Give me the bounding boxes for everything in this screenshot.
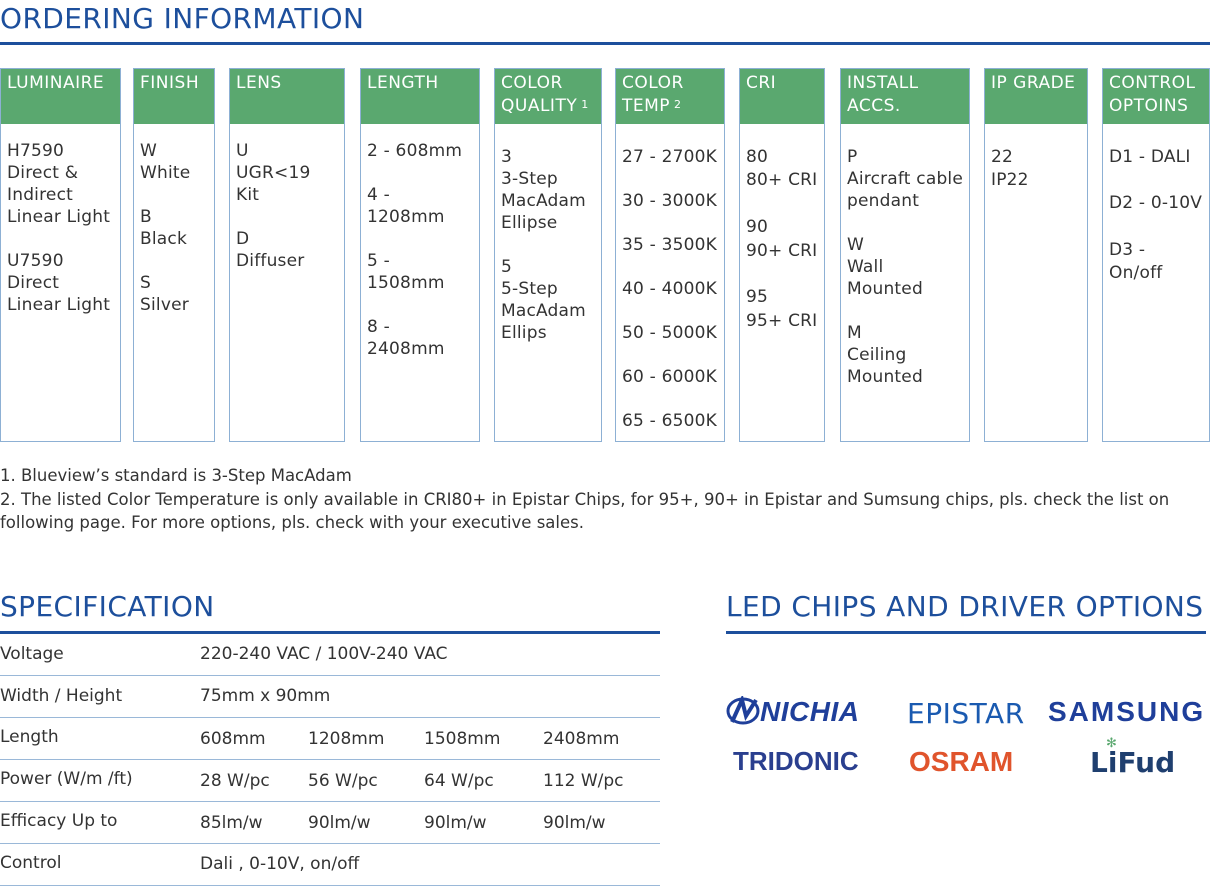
column-control-options: CONTROL OPTOINS D1 - DALI D2 - 0-10V D3 … <box>1102 68 1210 442</box>
column-body: P Aircraft cable pendant W Wall Mounted … <box>847 147 964 387</box>
column-body: 3 3-Step MacAdam Ellipse 5 5-Step MacAda… <box>501 147 586 343</box>
lifud-logo: ✻ LiFud <box>1090 736 1176 779</box>
chips-rule <box>726 631 1206 634</box>
column-body: U UGR<19 Kit D Diffuser <box>236 141 311 271</box>
footnote-2: 2. The listed Color Temperature is only … <box>0 489 1170 533</box>
specification-title: SPECIFICATION <box>0 590 215 623</box>
nichia-logo: NICHIA <box>726 693 860 728</box>
column-header: LENGTH <box>361 69 479 124</box>
spec-row-power: Power (W/m /ft) 28 W/pc 56 W/pc 64 W/pc … <box>0 759 660 802</box>
column-body: D1 - DALI D2 - 0-10V D3 - On/off <box>1109 147 1203 284</box>
column-header: LUMINAIRE <box>1 69 120 124</box>
spec-value: 90lm/w <box>424 813 487 833</box>
spec-value: 608mm <box>200 729 266 749</box>
spec-value: 56 W/pc <box>308 771 378 791</box>
spec-value: 28 W/pc <box>200 771 270 791</box>
column-luminaire: LUMINAIRE H7590 Direct & Indirect Linear… <box>0 68 121 442</box>
spec-row-length: Length 608mm 1208mm 1508mm 2408mm <box>0 717 660 760</box>
spec-row-dimensions: Width / Height 75mm x 90mm <box>0 675 660 718</box>
footnote-mark: 2 <box>674 98 682 111</box>
ordering-title: ORDERING INFORMATION <box>0 2 365 35</box>
spec-value: 85lm/w <box>200 813 263 833</box>
column-cri: CRI 80 80+ CRI 90 90+ CRI 95 95+ CRI <box>739 68 825 442</box>
spec-value: 1208mm <box>308 729 385 749</box>
nichia-mark-icon <box>726 693 760 725</box>
lifud-logo-text: LiFud <box>1090 746 1176 779</box>
spec-label: Power (W/m /ft) <box>0 769 133 789</box>
lifud-leaf-icon: ✻ <box>1106 736 1117 751</box>
tridonic-logo: TRIDONIC <box>733 746 859 776</box>
column-finish: FINISH W White B Black S Silver <box>133 68 215 442</box>
spec-value: 90lm/w <box>543 813 606 833</box>
column-install-accs: INSTALL ACCS. P Aircraft cable pendant W… <box>840 68 970 442</box>
spec-label: Length <box>0 727 59 747</box>
spec-value: 90lm/w <box>308 813 371 833</box>
column-header: INSTALL ACCS. <box>841 69 969 124</box>
column-length: LENGTH 2 - 608mm 4 - 1208mm 5 - 1508mm 8… <box>360 68 480 442</box>
epistar-logo: EPISTAR <box>907 697 1025 730</box>
column-body: H7590 Direct & Indirect Linear Light U75… <box>7 141 111 315</box>
spec-value: Dali , 0-10V, on/off <box>200 854 360 874</box>
ordering-rule <box>0 42 1210 45</box>
column-ip-grade: IP GRADE 22 IP22 <box>984 68 1088 442</box>
spec-label: Efficacy Up to <box>0 811 118 831</box>
column-body: W White B Black S Silver <box>140 141 191 315</box>
osram-logo: OSRAM <box>909 746 1014 777</box>
spec-label: Control <box>0 853 62 873</box>
footnotes: 1. Blueview’s standard is 3-Step MacAdam… <box>0 464 1215 535</box>
spec-row-efficacy: Efficacy Up to 85lm/w 90lm/w 90lm/w 90lm… <box>0 801 660 844</box>
column-header: IP GRADE <box>985 69 1087 124</box>
spec-value: 64 W/pc <box>424 771 494 791</box>
nichia-logo-text: NICHIA <box>760 696 860 727</box>
column-header-text: COLOR QUALITY <box>501 73 578 116</box>
column-header-text: COLOR TEMP <box>622 73 684 116</box>
footnote-mark: 1 <box>581 98 589 111</box>
spec-value: 2408mm <box>543 729 620 749</box>
column-header: FINISH <box>134 69 214 124</box>
column-body: 80 80+ CRI 90 90+ CRI 95 95+ CRI <box>746 147 818 331</box>
spec-label: Width / Height <box>0 686 123 706</box>
specification-rule <box>0 631 660 634</box>
spec-value: 220-240 VAC / 100V-240 VAC <box>200 644 448 664</box>
footnote-1: 1. Blueview’s standard is 3-Step MacAdam <box>0 466 352 485</box>
column-header: LENS <box>230 69 344 124</box>
samsung-logo: SAMSUNG <box>1048 696 1206 727</box>
column-body: 27 - 2700K 30 - 3000K 35 - 3500K 40 - 40… <box>622 147 717 431</box>
column-lens: LENS U UGR<19 Kit D Diffuser <box>229 68 345 442</box>
spec-value: 75mm x 90mm <box>200 686 331 706</box>
column-body: 2 - 608mm 4 - 1208mm 5 - 1508mm 8 - 2408… <box>367 141 463 359</box>
spec-value: 112 W/pc <box>543 771 624 791</box>
chips-title: LED CHIPS AND DRIVER OPTIONS <box>726 590 1204 623</box>
spec-row-control: Control Dali , 0-10V, on/off <box>0 843 660 886</box>
column-header: CRI <box>740 69 824 124</box>
spec-label: Voltage <box>0 644 64 664</box>
spec-value: 1508mm <box>424 729 501 749</box>
spec-row-voltage: Voltage 220-240 VAC / 100V-240 VAC <box>0 633 660 676</box>
column-body: 22 IP22 <box>991 147 1029 190</box>
column-header: CONTROL OPTOINS <box>1103 69 1209 124</box>
